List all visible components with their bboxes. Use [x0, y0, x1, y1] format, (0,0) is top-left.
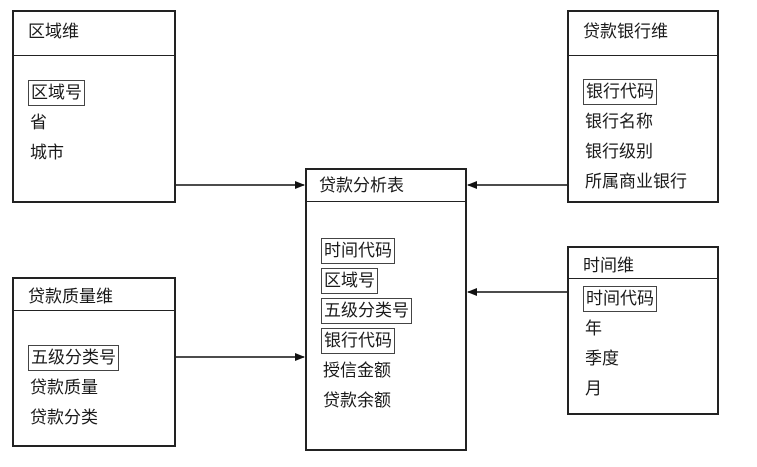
table-title: 时间维: [569, 248, 717, 279]
attribute-list: 银行代码 银行名称 银行级别 所属商业银行: [583, 77, 711, 197]
dimension-table-bank: 贷款银行维 银行代码 银行名称 银行级别 所属商业银行: [567, 10, 719, 203]
attribute-row-foreign-key: 区域号: [321, 266, 459, 296]
dimension-table-time: 时间维 时间代码 年 季度 月: [567, 246, 719, 415]
attribute-label: 时间代码: [321, 238, 395, 264]
table-title: 贷款质量维: [14, 279, 174, 311]
attribute-label: 五级分类号: [321, 298, 412, 324]
attribute-label: 贷款分类: [30, 408, 98, 428]
fact-table-loan-analysis: 贷款分析表 时间代码 区域号 五级分类号 银行代码 授信金额 贷款余额: [305, 168, 467, 451]
attribute-label: 省: [30, 113, 47, 133]
attribute-row: 贷款分类: [28, 403, 168, 433]
attribute-row: 月: [583, 374, 711, 404]
attribute-label: 银行代码: [321, 328, 395, 354]
attribute-row: 年: [583, 314, 711, 344]
dimension-table-region: 区域维 区域号 省 城市: [12, 10, 176, 203]
table-title: 区域维: [14, 12, 174, 56]
attribute-label: 银行名称: [585, 112, 653, 132]
attribute-list: 五级分类号 贷款质量 贷款分类: [28, 343, 168, 433]
attribute-label: 区域号: [321, 268, 378, 294]
attribute-row: 银行级别: [583, 137, 711, 167]
attribute-row: 贷款质量: [28, 373, 168, 403]
attribute-label: 授信金额: [323, 361, 391, 381]
attribute-label: 月: [585, 379, 602, 399]
attribute-row-primary-key: 时间代码: [583, 284, 711, 314]
attribute-row-primary-key: 区域号: [28, 78, 168, 108]
attribute-list: 时间代码 年 季度 月: [583, 284, 711, 404]
attribute-row-foreign-key: 银行代码: [321, 326, 459, 356]
attribute-label: 年: [585, 319, 602, 339]
attribute-row: 城市: [28, 138, 168, 168]
attribute-label: 银行级别: [585, 142, 653, 162]
attribute-row-foreign-key: 时间代码: [321, 236, 459, 266]
attribute-row-foreign-key: 五级分类号: [321, 296, 459, 326]
attribute-row: 省: [28, 108, 168, 138]
attribute-list: 时间代码 区域号 五级分类号 银行代码 授信金额 贷款余额: [321, 236, 459, 416]
attribute-label: 所属商业银行: [585, 172, 687, 192]
attribute-label: 贷款余额: [323, 391, 391, 411]
table-title: 贷款分析表: [307, 170, 465, 202]
attribute-list: 区域号 省 城市: [28, 78, 168, 168]
attribute-label: 季度: [585, 349, 619, 369]
dimension-table-loan-quality: 贷款质量维 五级分类号 贷款质量 贷款分类: [12, 277, 176, 447]
attribute-label: 五级分类号: [28, 345, 119, 371]
attribute-label: 城市: [30, 143, 64, 163]
attribute-row: 所属商业银行: [583, 167, 711, 197]
attribute-row-measure: 授信金额: [321, 356, 459, 386]
attribute-label: 贷款质量: [30, 378, 98, 398]
attribute-row: 季度: [583, 344, 711, 374]
attribute-row: 银行名称: [583, 107, 711, 137]
table-title: 贷款银行维: [569, 12, 717, 56]
attribute-label: 银行代码: [583, 79, 657, 105]
attribute-row-primary-key: 银行代码: [583, 77, 711, 107]
attribute-row-measure: 贷款余额: [321, 386, 459, 416]
attribute-row-primary-key: 五级分类号: [28, 343, 168, 373]
attribute-label: 区域号: [28, 80, 85, 106]
attribute-label: 时间代码: [583, 286, 657, 312]
